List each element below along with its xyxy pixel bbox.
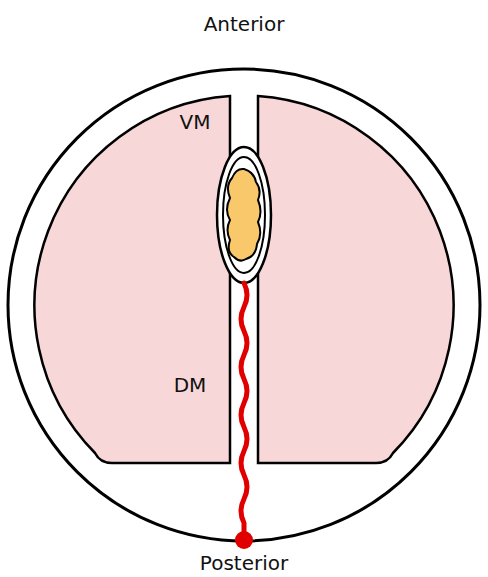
dorsal-aorta	[235, 531, 253, 549]
gut-inner-wall	[223, 157, 265, 273]
body-wall	[8, 69, 480, 541]
orientation-label: Anterior	[204, 13, 285, 35]
orientation-label: Posterior	[200, 552, 288, 574]
gut-outer-wall	[217, 147, 271, 283]
left-cavity	[34, 96, 230, 463]
gut-lumen	[227, 169, 261, 261]
blood-vessel	[241, 283, 247, 536]
mesentery-label: DM	[174, 374, 207, 396]
mesentery-label: VM	[180, 111, 211, 133]
right-cavity	[258, 96, 454, 463]
